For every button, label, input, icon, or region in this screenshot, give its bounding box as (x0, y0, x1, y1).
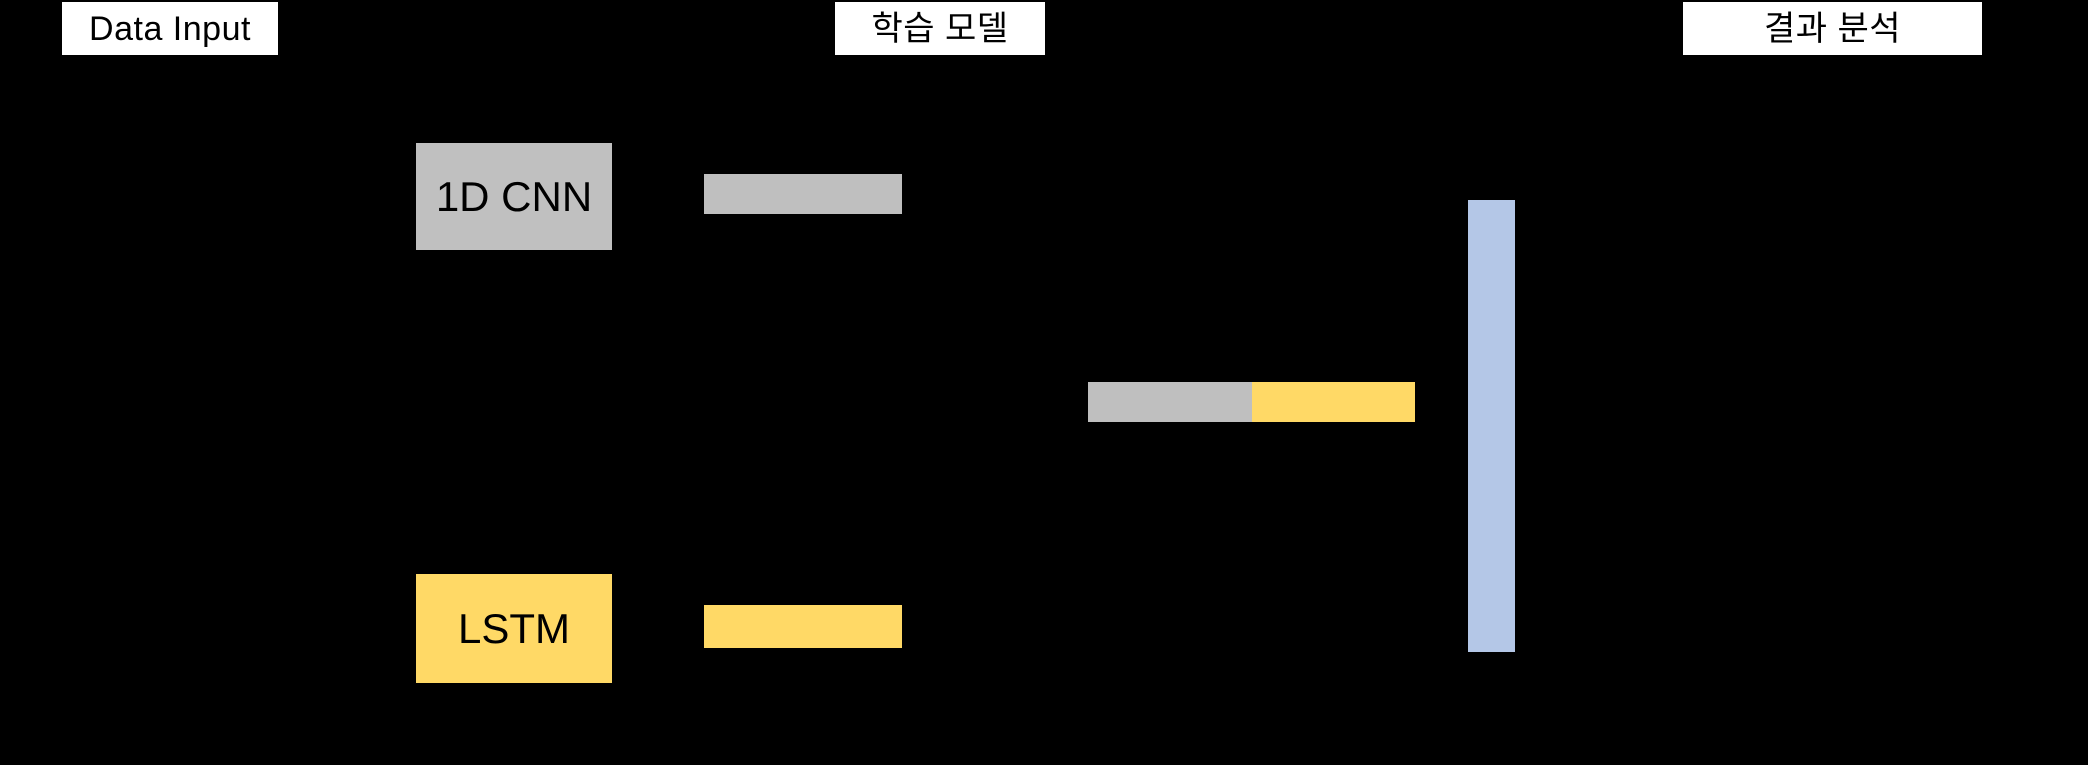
stage-label-data-input: Data Input (62, 2, 278, 55)
stage-label-result-analysis: 결과 분석 (1683, 2, 1982, 55)
bar-lstm (704, 605, 902, 648)
bar-cnn (704, 174, 902, 214)
bar-result-vertical (1468, 200, 1515, 652)
stage-label-learning-model: 학습 모델 (835, 2, 1045, 55)
bar-combined-segment-yellow (1252, 382, 1415, 422)
model-box-lstm-label: LSTM (457, 604, 570, 652)
bar-combined-segment-gray (1088, 382, 1252, 422)
model-box-lstm: LSTM (416, 574, 612, 683)
stage-label-learning-model-text: 학습 모델 (871, 9, 1009, 48)
bar-combined (1088, 382, 1415, 422)
model-box-cnn-label: 1D CNN (435, 172, 593, 220)
stage-label-result-analysis-text: 결과 분석 (1763, 9, 1902, 48)
model-box-cnn: 1D CNN (416, 143, 612, 250)
stage-label-data-input-text: Data Input (89, 9, 251, 48)
